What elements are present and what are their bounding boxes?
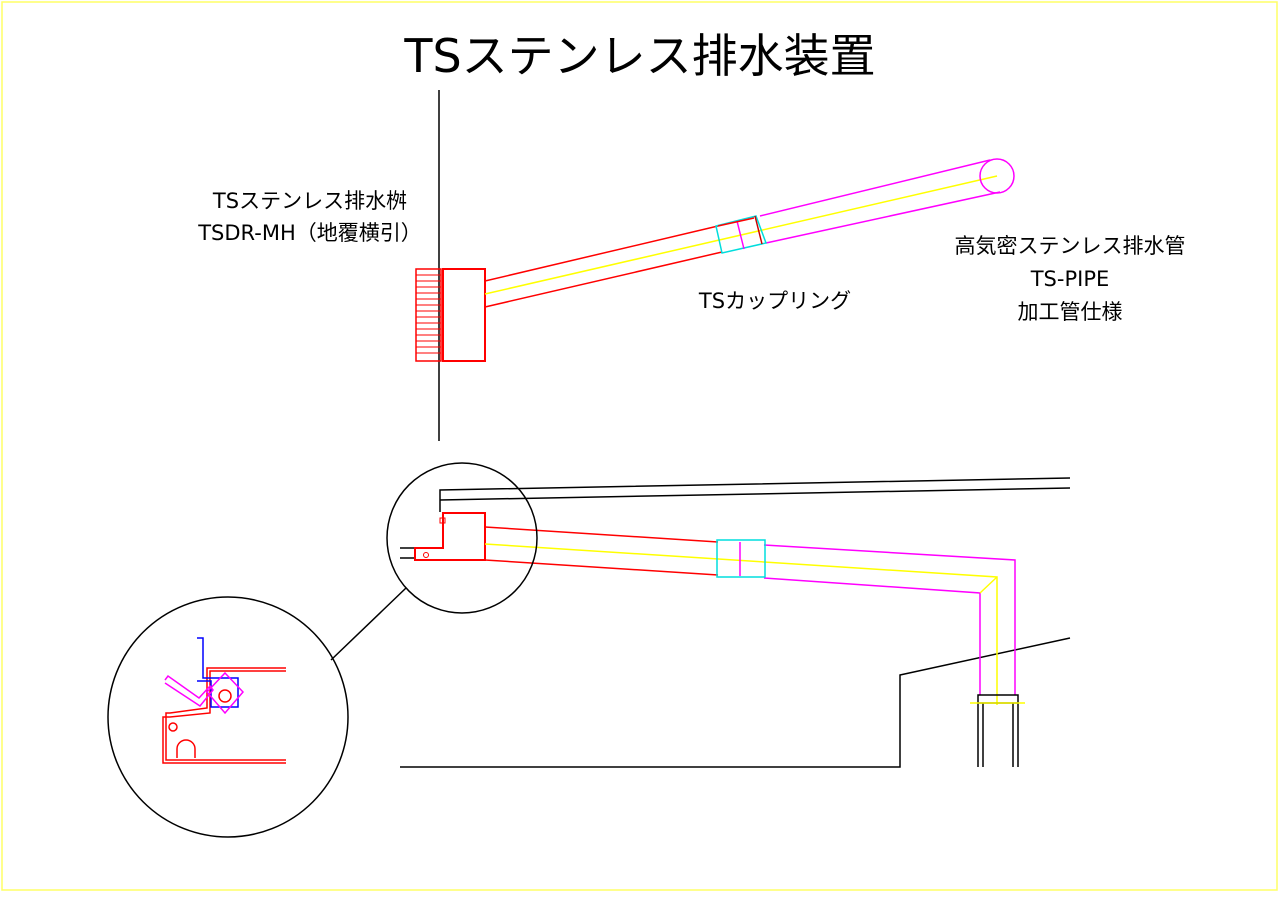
drawing-title: TSステンレス排水装置 [403, 29, 875, 83]
pipe-end [979, 158, 1015, 194]
detail-leader [330, 587, 407, 661]
coupling-section [716, 539, 766, 578]
drain-basin-grate [415, 268, 442, 362]
label-pipe-2: TS-PIPE [1030, 267, 1110, 291]
label-basin-2: TSDR-MH（地覆横引） [197, 221, 422, 245]
label-pipe-1: 高気密ステンレス排水管 [955, 234, 1186, 258]
label-coupling: TSカップリング [698, 289, 851, 313]
structure-outline [400, 477, 1071, 768]
detail-magnified-circle [107, 596, 349, 838]
plan-view [415, 90, 1015, 441]
drain-basin-section [414, 512, 486, 561]
label-basin-1: TSステンレス排水桝 [212, 189, 407, 213]
detail-contents [162, 637, 286, 764]
coupling-plan [715, 215, 768, 254]
pipe-centerline-section [484, 543, 998, 705]
label-pipe-3: 加工管仕様 [1018, 300, 1123, 324]
detail-callout-circle [386, 462, 538, 614]
section-view [107, 462, 1071, 838]
downpipe [970, 694, 1025, 767]
drain-basin-body [442, 268, 486, 362]
